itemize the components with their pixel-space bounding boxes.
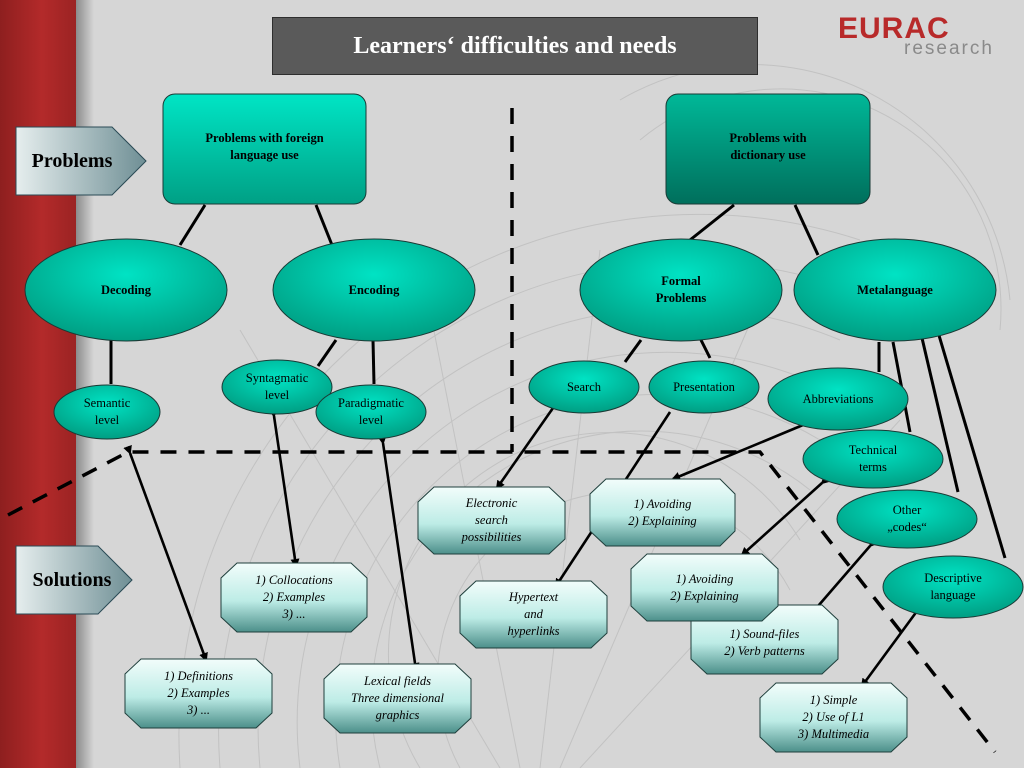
syntagmatic-ellipse	[221, 359, 333, 415]
hypertext-label: Hypertext and hyperlinks	[507, 590, 560, 638]
other-codes-ellipse	[836, 489, 978, 549]
lexical-label: Lexical fields Three dimensional graphic…	[351, 674, 444, 722]
logo-brand: EURAC	[838, 12, 950, 45]
definitions-shape	[124, 658, 273, 729]
connector-dict-metalanguage	[793, 204, 820, 256]
sound-shape	[690, 604, 839, 675]
connector-meta-descriptive	[936, 331, 1007, 559]
semantic-label: Semantic level	[83, 396, 131, 427]
encoding-label: Encoding	[348, 282, 400, 297]
connector-foreign-encoding	[314, 204, 334, 246]
paradigmatic-label: Paradigmatic level	[338, 396, 404, 427]
avoiding1-shape	[589, 478, 736, 547]
slide-title: Learners‘ difficulties and needs	[272, 17, 758, 75]
lexical-shape	[323, 663, 472, 734]
problems-label: Problems	[31, 149, 113, 172]
arrow-search-electronic	[495, 399, 561, 490]
collocations-shape	[220, 562, 368, 633]
descriptive-language-ellipse	[882, 555, 1024, 619]
solutions-arrow-shape	[15, 545, 133, 615]
connector-encoding-syntagmatic	[316, 339, 338, 367]
metalanguage-ellipse	[793, 238, 997, 342]
sound-label: 1) Sound-files 2) Verb patterns	[724, 626, 805, 658]
connector-dict-formal	[689, 203, 735, 242]
avoiding1-label: 1) Avoiding 2) Explaining	[628, 496, 697, 528]
avoiding2-label: 1) Avoiding 2) Explaining	[670, 571, 739, 603]
dictionary-label: Problems with dictionary use	[729, 131, 807, 162]
collocations-label: 1) Collocations 2) Examples 3) ...	[255, 573, 333, 621]
arrow-descriptive-simple	[860, 598, 928, 688]
search-ellipse	[528, 360, 640, 414]
metalanguage-label: Metalanguage	[857, 282, 933, 297]
technical-terms-label: Technical terms	[848, 443, 898, 474]
encoding-ellipse	[272, 238, 476, 342]
simple-label: 1) Simple 2) Use of L1 3) Multimedia	[797, 693, 870, 741]
hypertext-shape	[459, 580, 608, 649]
decoding-ellipse	[24, 238, 228, 342]
slide-title-text: Learners‘ difficulties and needs	[353, 32, 677, 59]
formal-problems-label: Formal Problems	[655, 274, 707, 305]
avoiding2-shape	[630, 553, 779, 622]
connector-encoding-paradigmatic	[371, 339, 376, 385]
abbreviations-label: Abbreviations	[802, 391, 874, 406]
semantic-ellipse	[53, 384, 161, 440]
paradigmatic-ellipse	[315, 384, 427, 440]
connector-meta-other	[920, 337, 960, 493]
foreign-language-box-shape	[162, 93, 367, 205]
other-codes-label: Other „codes“	[887, 503, 927, 534]
abbreviations-ellipse	[767, 367, 909, 431]
connector-formal-presentation	[699, 339, 712, 359]
formal-problems-ellipse	[579, 238, 783, 342]
simple-shape	[759, 682, 908, 753]
logo-sub: research	[904, 38, 994, 59]
syntagmatic-label: Syntagmatic level	[245, 371, 309, 402]
connector-foreign-decoding	[178, 204, 207, 246]
connector-formal-search	[623, 339, 643, 363]
technical-terms-ellipse	[802, 429, 944, 489]
definitions-label: 1) Definitions 2) Examples 3) ...	[163, 669, 234, 717]
decoding-label: Decoding	[101, 282, 151, 297]
dictionary-box-shape	[665, 93, 871, 205]
electronic-label: Electronic search possibilities	[461, 496, 522, 544]
descriptive-language-label: Descriptive language	[924, 571, 982, 602]
arrow-syntagmatic-collocations	[268, 408, 300, 568]
foreign-language-label: Problems with foreign language use	[205, 131, 324, 162]
arrow-semantic-definitions	[123, 444, 208, 662]
eurac-logo: EURAC research	[838, 12, 1008, 62]
arrow-technical-avoiding2	[740, 474, 831, 557]
presentation-ellipse	[648, 360, 760, 414]
electronic-shape	[417, 486, 566, 555]
search-label: Search	[566, 379, 601, 394]
solutions-label: Solutions	[32, 568, 112, 591]
arrow-abbreviations-avoiding1	[671, 418, 812, 481]
presentation-label: Presentation	[673, 379, 735, 394]
arrow-paradigmatic-lexical	[377, 435, 420, 672]
problems-arrow-shape	[15, 126, 147, 196]
